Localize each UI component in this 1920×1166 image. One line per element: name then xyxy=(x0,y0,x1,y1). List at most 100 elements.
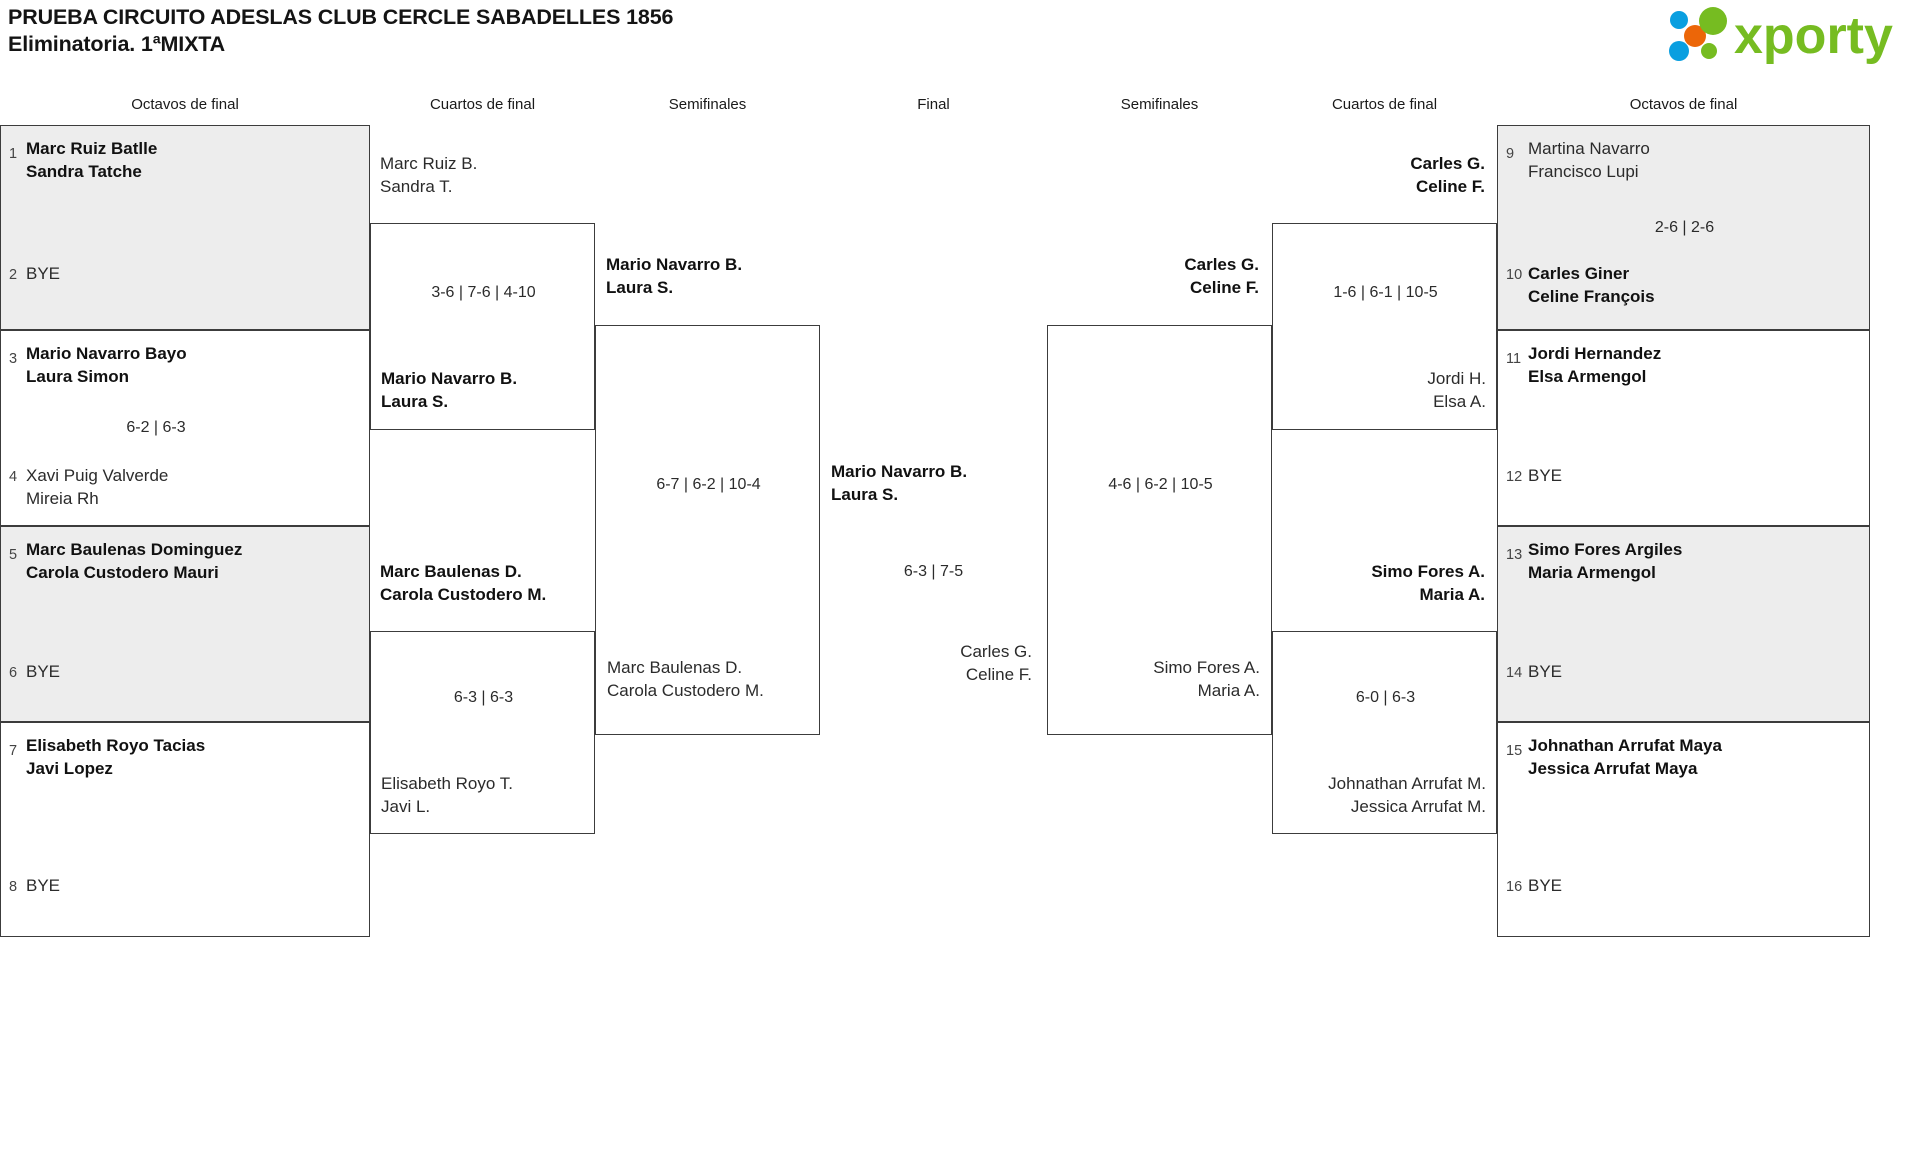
player-name: Mario Navarro B. xyxy=(831,462,968,481)
player-name: Celine François xyxy=(1528,287,1655,306)
player-name: Carola Custodero M. xyxy=(607,681,764,700)
connector-line xyxy=(594,631,595,735)
match-score: 2-6 | 2-6 xyxy=(1654,219,1715,236)
player-pair-bottom: BYE xyxy=(26,660,60,683)
match-box-r16-2[interactable]: 11 Jordi Hernandez Elsa Armengol 12 BYE xyxy=(1497,330,1870,526)
match-box-l16-3[interactable]: 5 Marc Baulenas Dominguez Carola Custode… xyxy=(0,526,370,722)
round-header-final: Final xyxy=(917,96,950,113)
player-name: Celine F. xyxy=(1416,177,1485,196)
seed-number: 5 xyxy=(9,547,18,563)
seed-number: 4 xyxy=(9,469,18,485)
round-header-semis-right: Semifinales xyxy=(1120,96,1199,113)
player-name: Maria A. xyxy=(1197,681,1260,700)
sf-right-bottom-players: Simo Fores A. Maria A. xyxy=(1048,656,1260,702)
player-name: BYE xyxy=(26,264,61,283)
player-name: Maria Armengol xyxy=(1528,563,1656,582)
player-name: BYE xyxy=(1528,876,1563,895)
final-bottom-players: Carles G. Celine F. xyxy=(820,640,1032,686)
qf-left-1-top-players: Marc Ruiz B. Sandra T. xyxy=(380,152,477,198)
player-name: Simo Fores Argiles xyxy=(1528,540,1683,559)
match-box-lsf-1[interactable]: 6-7 | 6-2 | 10-4 Marc Baulenas D. Carola… xyxy=(595,325,820,735)
player-name: Laura S. xyxy=(831,485,899,504)
match-score: 6-2 | 6-3 xyxy=(126,419,186,436)
player-name: Martina Navarro xyxy=(1528,139,1650,158)
player-pair-bottom: BYE xyxy=(1528,874,1562,897)
player-pair-top: Martina Navarro Francisco Lupi xyxy=(1528,137,1650,183)
logo-dot-orange xyxy=(1684,25,1706,47)
player-name: Carles G. xyxy=(960,642,1032,661)
player-pair-top: Marc Baulenas Dominguez Carola Custodero… xyxy=(26,538,242,584)
match-box-l16-1[interactable]: 1 Marc Ruiz Batlle Sandra Tatche 2 BYE xyxy=(0,125,370,330)
player-pair-top: Simo Fores Argiles Maria Armengol xyxy=(1528,538,1682,584)
page-header: PRUEBA CIRCUITO ADESLAS CLUB CERCLE SABA… xyxy=(0,0,1920,92)
match-score: 3-6 | 7-6 | 4-10 xyxy=(431,284,536,301)
match-box-rqf-2[interactable]: 6-0 | 6-3 Johnathan Arrufat M. Jessica A… xyxy=(1272,631,1497,834)
connector-line xyxy=(369,834,370,937)
player-name: Simo Fores A. xyxy=(1371,562,1485,581)
match-score: 6-7 | 6-2 | 10-4 xyxy=(656,476,761,493)
qf-right-2-bottom-players: Johnathan Arrufat M. Jessica Arrufat M. xyxy=(1273,772,1486,818)
qf-left-1-bottom-players: Mario Navarro B. Laura S. xyxy=(381,367,517,413)
player-name: Elisabeth Royo T. xyxy=(381,774,513,793)
player-name: Carles Giner xyxy=(1528,264,1630,283)
connector-line xyxy=(1497,834,1498,937)
player-pair-top: Elisabeth Royo Tacias Javi Lopez xyxy=(26,734,205,780)
qf-right-1-top-players: Carles G. Celine F. xyxy=(1272,152,1485,198)
title-block: PRUEBA CIRCUITO ADESLAS CLUB CERCLE SABA… xyxy=(8,4,673,58)
match-box-rsf-1[interactable]: 4-6 | 6-2 | 10-5 Simo Fores A. Maria A. xyxy=(1047,325,1272,735)
match-box-r16-1[interactable]: 9 Martina Navarro Francisco Lupi 2-6 | 2… xyxy=(1497,125,1870,330)
match-score: 6-3 | 7-5 xyxy=(903,563,964,580)
round-header-semis-left: Semifinales xyxy=(668,96,747,113)
connector-line xyxy=(819,325,820,700)
round-header-cuartos-right: Cuartos de final xyxy=(1331,96,1438,113)
logo-dot-green-big xyxy=(1699,7,1727,35)
qf-right-1-bottom-players: Jordi H. Elsa A. xyxy=(1273,367,1486,413)
player-name: Celine F. xyxy=(965,665,1032,684)
match-box-lqf-1[interactable]: 3-6 | 7-6 | 4-10 Mario Navarro B. Laura … xyxy=(370,223,595,430)
connector-line xyxy=(1272,631,1273,735)
match-box-final[interactable]: Mario Navarro B. Laura S. 6-3 | 7-5 Carl… xyxy=(820,440,1047,700)
player-name: Mario Navarro Bayo xyxy=(26,344,187,363)
player-name: Johnathan Arrufat M. xyxy=(1328,774,1486,793)
player-name: Johnathan Arrufat Maya xyxy=(1528,736,1722,755)
player-name: Sandra Tatche xyxy=(26,162,142,181)
player-name: Carola Custodero Mauri xyxy=(26,563,219,582)
xporty-logo[interactable]: xporty xyxy=(1662,6,1902,65)
player-name: BYE xyxy=(1528,662,1563,681)
seed-number: 9 xyxy=(1506,146,1515,162)
match-box-l16-2[interactable]: 3 Mario Navarro Bayo Laura Simon 6-2 | 6… xyxy=(0,330,370,526)
player-name: Elsa Armengol xyxy=(1528,367,1647,386)
connector-line xyxy=(369,526,370,631)
player-name: Mario Navarro B. xyxy=(606,255,743,274)
logo-dot-blue-top xyxy=(1670,11,1688,29)
match-box-r16-3[interactable]: 13 Simo Fores Argiles Maria Armengol 14 … xyxy=(1497,526,1870,722)
match-box-l16-4[interactable]: 7 Elisabeth Royo Tacias Javi Lopez 8 BYE xyxy=(0,722,370,937)
tournament-subtitle: Eliminatoria. 1ªMIXTA xyxy=(8,32,226,56)
qf-right-2-top-players: Simo Fores A. Maria A. xyxy=(1272,560,1485,606)
seed-number: 6 xyxy=(9,665,18,681)
player-pair-bottom: Carles Giner Celine François xyxy=(1528,262,1655,308)
sf-left-bottom-players: Marc Baulenas D. Carola Custodero M. xyxy=(607,656,764,702)
player-name: Laura S. xyxy=(606,278,674,297)
seed-number: 8 xyxy=(9,879,18,895)
player-name: Jordi Hernandez xyxy=(1528,344,1662,363)
match-box-r16-4[interactable]: 15 Johnathan Arrufat Maya Jessica Arrufa… xyxy=(1497,722,1870,937)
sf-left-top-players: Mario Navarro B. Laura S. xyxy=(606,253,742,299)
connector-line xyxy=(1497,125,1498,223)
player-pair-top: Marc Ruiz Batlle Sandra Tatche xyxy=(26,137,157,183)
round-header-octavos-right: Octavos de final xyxy=(1629,96,1738,113)
match-box-rqf-1[interactable]: 1-6 | 6-1 | 10-5 Jordi H. Elsa A. xyxy=(1272,223,1497,430)
player-name: Celine F. xyxy=(1190,278,1259,297)
player-name: Jessica Arrufat Maya xyxy=(1528,759,1698,778)
player-name: BYE xyxy=(26,876,61,895)
match-box-lqf-2[interactable]: 6-3 | 6-3 Elisabeth Royo T. Javi L. xyxy=(370,631,595,834)
seed-number: 1 xyxy=(9,146,18,162)
player-pair-top: Johnathan Arrufat Maya Jessica Arrufat M… xyxy=(1528,734,1722,780)
connector-line xyxy=(369,125,370,223)
match-score: 6-3 | 6-3 xyxy=(453,689,514,706)
player-name: Marc Baulenas Dominguez xyxy=(26,540,243,559)
player-name: Javi Lopez xyxy=(26,759,113,778)
player-name: Laura S. xyxy=(381,392,449,411)
player-name: Mireia Rh xyxy=(26,489,99,508)
